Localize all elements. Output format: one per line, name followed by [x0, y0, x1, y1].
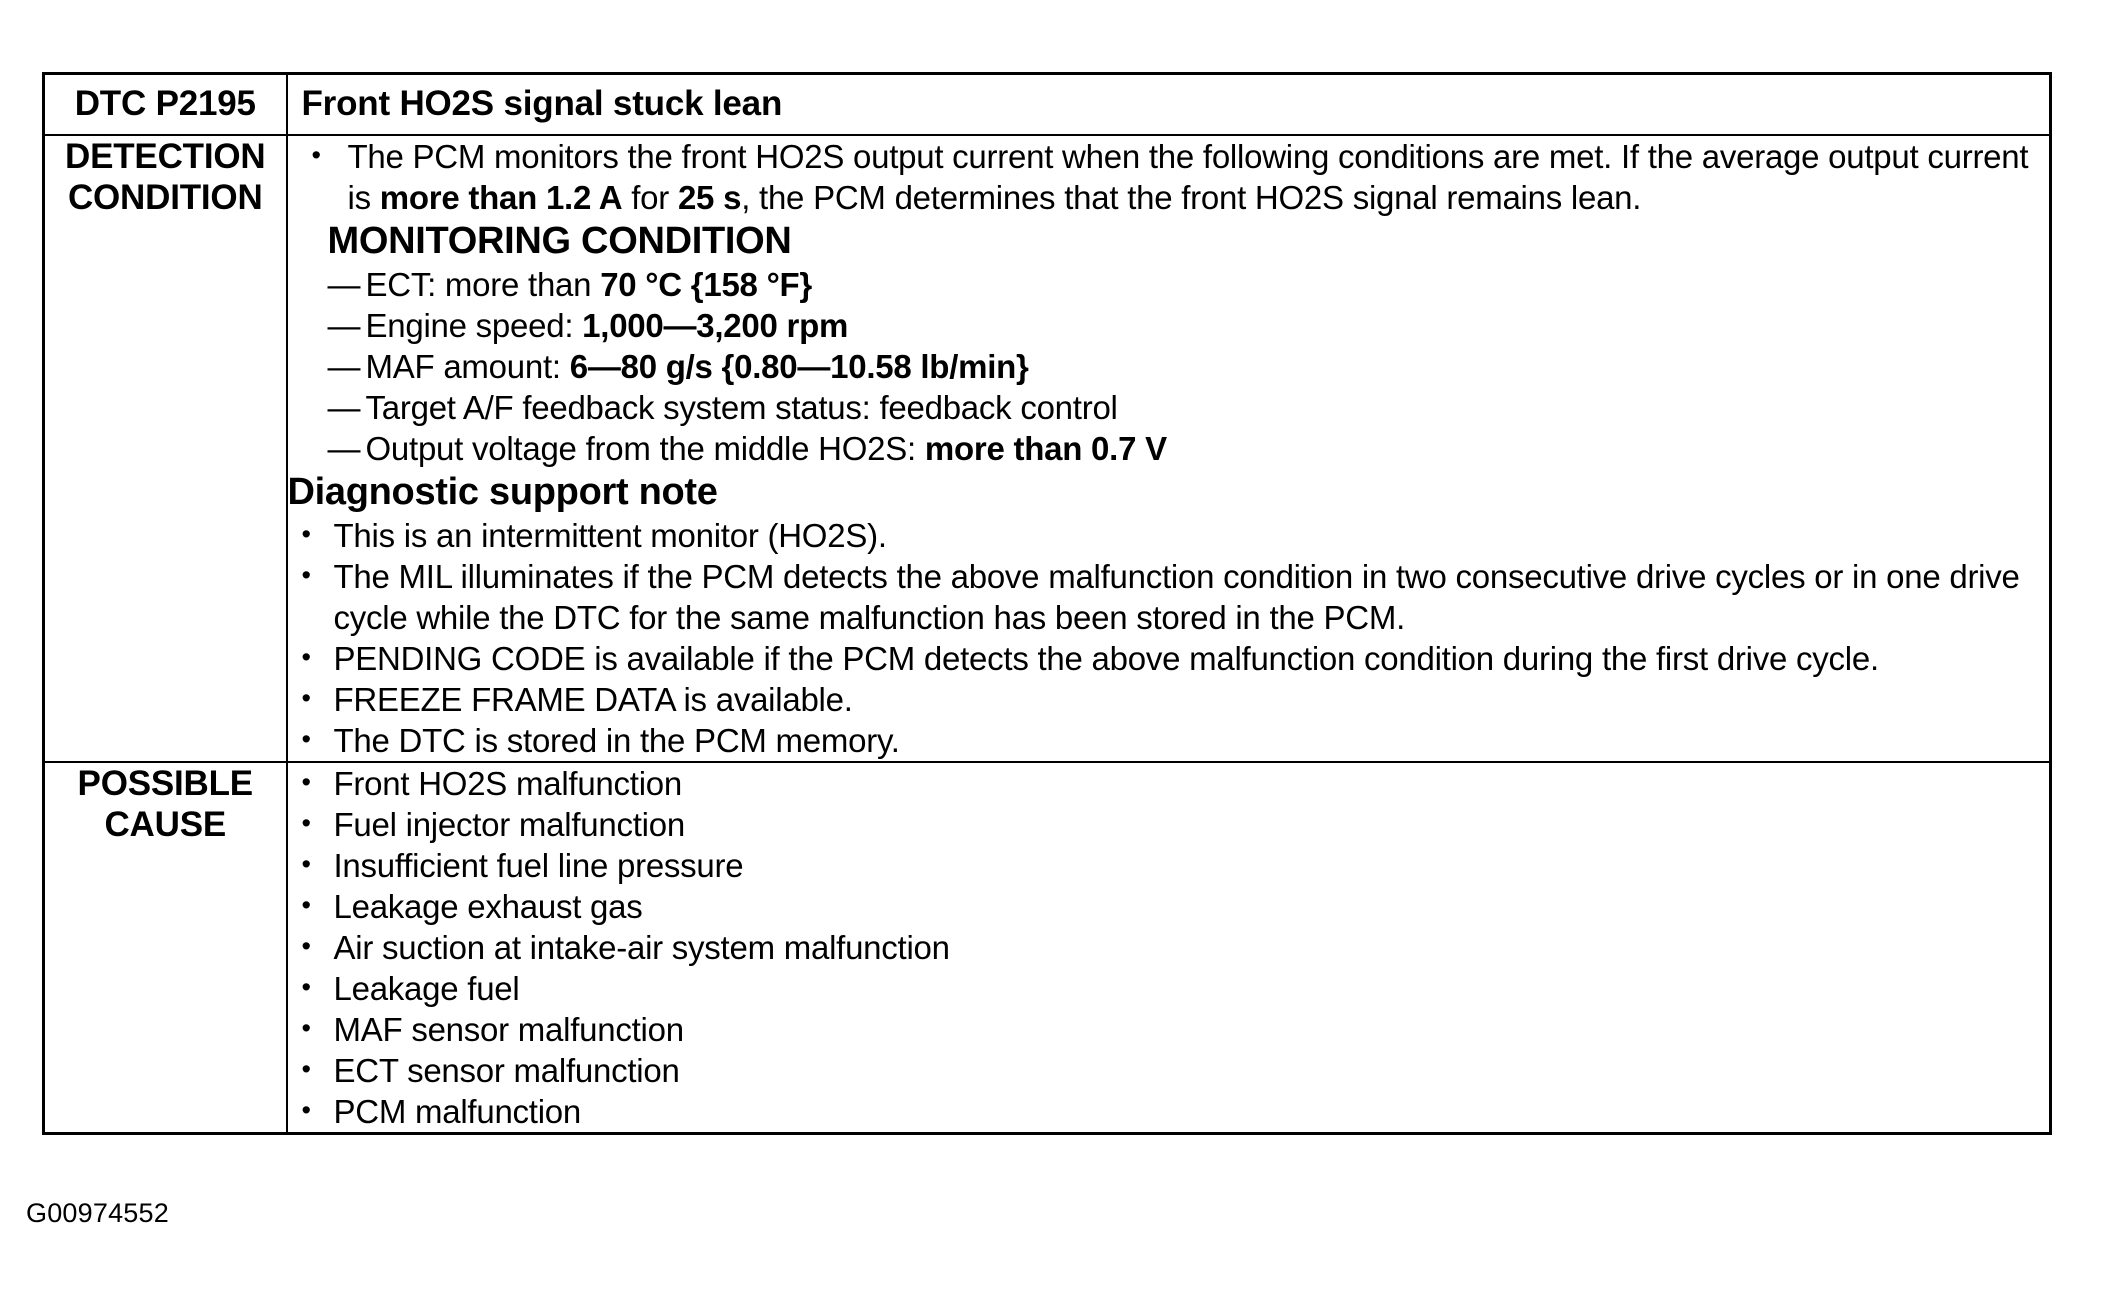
list-item: The PCM monitors the front HO2S output c…: [288, 135, 2050, 218]
monitoring-condition-list: ECT: more than 70 °C {158 °F} Engine spe…: [288, 264, 2050, 469]
detection-condition-label-line2: CONDITION: [67, 178, 263, 217]
list-item: PENDING CODE is available if the PCM det…: [288, 637, 2050, 679]
possible-cause-list: Front HO2S malfunction Fuel injector mal…: [288, 762, 2050, 1132]
intro-part2: for: [622, 179, 678, 216]
dtc-title-cell: Front HO2S signal stuck lean: [285, 72, 2052, 136]
monitoring-item-2-text: MAF amount:: [365, 348, 570, 385]
diagnostic-support-note-heading: Diagnostic support note: [287, 471, 718, 513]
list-item: Leakage fuel: [288, 967, 2050, 1009]
dtc-code-cell: DTC P2195: [42, 72, 288, 136]
list-item: FREEZE FRAME DATA is available.: [288, 678, 2050, 720]
intro-bold2: 25 s: [677, 179, 742, 216]
monitoring-condition-heading: MONITORING CONDITION: [327, 220, 792, 262]
dtc-title-text: Front HO2S signal stuck lean: [301, 84, 783, 123]
figure-id-caption: G00974552: [26, 1198, 169, 1228]
table-row-possible-cause: POSSIBLE CAUSE Front HO2S malfunction Fu…: [42, 761, 2052, 1135]
possible-cause-label-line1: POSSIBLE: [77, 764, 254, 803]
list-item: MAF sensor malfunction: [288, 1008, 2050, 1050]
dtc-code-text: DTC P2195: [74, 84, 256, 123]
monitoring-item-4-text: Output voltage from the middle HO2S:: [365, 430, 925, 467]
monitoring-item-3-text: Target A/F feedback system status: feedb…: [365, 389, 1118, 426]
detection-condition-label-line1: DETECTION: [65, 137, 266, 176]
possible-cause-body-cell: Front HO2S malfunction Fuel injector mal…: [285, 761, 2052, 1135]
list-item: Leakage exhaust gas: [288, 885, 2050, 927]
possible-cause-label-cell: POSSIBLE CAUSE: [42, 761, 288, 1135]
list-item: Air suction at intake-air system malfunc…: [288, 926, 2050, 968]
possible-cause-label-line2: CAUSE: [104, 805, 227, 844]
intro-part1: The PCM monitors the front HO2S output c…: [347, 138, 2029, 216]
list-item: Fuel injector malfunction: [288, 803, 2050, 845]
table-row-header: DTC P2195 Front HO2S signal stuck lean: [42, 72, 2052, 136]
monitoring-item-2-bold: 6—80 g/s {0.80—10.58 lb/min}: [569, 348, 1029, 385]
list-item: ECT: more than 70 °C {158 °F}: [328, 264, 2050, 305]
list-item: PCM malfunction: [288, 1090, 2050, 1132]
list-item: Target A/F feedback system status: feedb…: [328, 387, 2050, 428]
intro-part3: , the PCM determines that the front HO2S…: [741, 179, 1642, 216]
detection-condition-label-cell: DETECTION CONDITION: [42, 134, 288, 763]
intro-bold1: more than 1.2 A: [379, 179, 623, 216]
detection-condition-body-cell: The PCM monitors the front HO2S output c…: [285, 134, 2052, 763]
list-item: The MIL illuminates if the PCM detects t…: [288, 555, 2050, 638]
monitoring-item-1-bold: 1,000—3,200 rpm: [582, 307, 849, 344]
monitoring-item-0-bold: 70 °C {158 °F}: [600, 266, 813, 303]
list-item: MAF amount: 6—80 g/s {0.80—10.58 lb/min}: [328, 346, 2050, 387]
table-row-detection-condition: DETECTION CONDITION The PCM monitors the…: [42, 134, 2052, 763]
list-item: ECT sensor malfunction: [288, 1049, 2050, 1091]
list-item: Engine speed: 1,000—3,200 rpm: [328, 305, 2050, 346]
list-item: This is an intermittent monitor (HO2S).: [288, 514, 2050, 556]
list-item: The DTC is stored in the PCM memory.: [288, 719, 2050, 761]
list-item: Front HO2S malfunction: [288, 762, 2050, 804]
monitoring-item-0-text: ECT: more than: [365, 266, 601, 303]
list-item: Insufficient fuel line pressure: [288, 844, 2050, 886]
monitoring-item-1-text: Engine speed:: [365, 307, 583, 344]
detection-intro-list: The PCM monitors the front HO2S output c…: [288, 135, 2050, 218]
diagnostic-support-note-list: This is an intermittent monitor (HO2S). …: [288, 514, 2050, 761]
monitoring-item-4-bold: more than 0.7 V: [924, 430, 1167, 467]
dtc-table: DTC P2195 Front HO2S signal stuck lean D…: [42, 72, 2052, 1135]
list-item: Output voltage from the middle HO2S: mor…: [328, 428, 2050, 469]
